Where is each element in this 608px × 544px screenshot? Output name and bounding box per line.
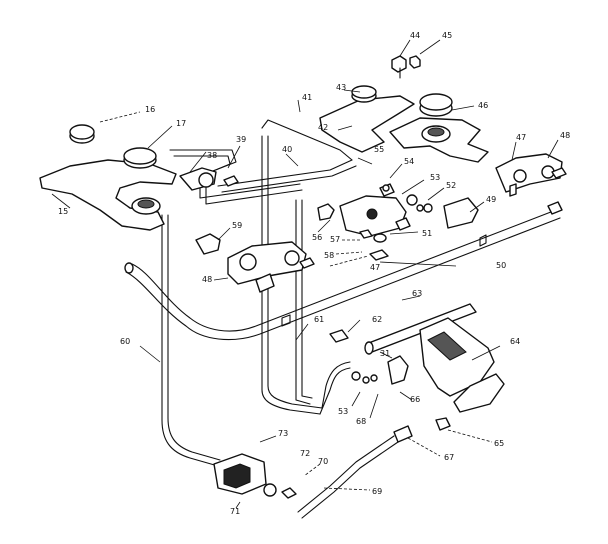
manifold-pipe (124, 201, 563, 341)
label-49: 49 (486, 195, 496, 204)
right-burner-assembly (389, 93, 489, 163)
label-72: 72 (300, 449, 310, 458)
label-53-lower: 53 (338, 407, 348, 416)
left-burner-assembly (39, 124, 239, 231)
label-31: 31 (380, 349, 390, 358)
label-71: 71 (230, 507, 240, 516)
label-44: 44 (410, 31, 420, 40)
lower-burner-assembly (329, 303, 505, 431)
label-46: 46 (478, 101, 488, 110)
label-48-right: 48 (560, 131, 570, 140)
label-64: 64 (510, 337, 520, 346)
label-54: 54 (404, 157, 414, 166)
label-69: 69 (372, 487, 382, 496)
label-56: 56 (312, 233, 322, 242)
label-55: 55 (374, 145, 384, 154)
small-fittings (359, 184, 424, 239)
label-47: 47 (516, 133, 526, 142)
label-53: 53 (430, 173, 440, 182)
label-45: 45 (442, 31, 452, 40)
centre-valve-cluster (317, 183, 479, 261)
label-40: 40 (282, 145, 292, 154)
valve-right (495, 153, 567, 197)
label-66: 66 (410, 395, 420, 404)
label-67: 67 (444, 453, 454, 462)
label-70: 70 (318, 457, 328, 466)
part-labels: 16 17 15 38 39 40 41 42 43 44 45 46 47 4… (58, 31, 570, 516)
label-60: 60 (120, 337, 130, 346)
valve-left (195, 233, 315, 293)
label-63: 63 (412, 289, 422, 298)
tube-39 (169, 149, 303, 205)
label-51: 51 (422, 229, 432, 238)
label-57: 57 (330, 235, 340, 244)
label-16: 16 (145, 105, 155, 114)
label-47-lower: 47 (370, 263, 380, 272)
label-17: 17 (176, 119, 186, 128)
label-38: 38 (207, 151, 217, 160)
label-52: 52 (446, 181, 456, 190)
label-50: 50 (496, 261, 506, 270)
tube-40 (217, 159, 357, 193)
label-42: 42 (318, 123, 328, 132)
label-43: 43 (336, 83, 346, 92)
label-68: 68 (356, 417, 366, 426)
label-65: 65 (494, 439, 504, 448)
label-39: 39 (236, 135, 246, 144)
label-61: 61 (314, 315, 324, 324)
label-15: 15 (58, 207, 68, 216)
leader-lines (51, 39, 559, 509)
label-58: 58 (324, 251, 334, 260)
bottom-valve (213, 425, 413, 519)
label-48-left: 48 (202, 275, 212, 284)
tube-60 (161, 214, 221, 467)
label-62: 62 (372, 315, 382, 324)
label-73: 73 (278, 429, 288, 438)
label-41: 41 (302, 93, 312, 102)
label-59: 59 (232, 221, 242, 230)
